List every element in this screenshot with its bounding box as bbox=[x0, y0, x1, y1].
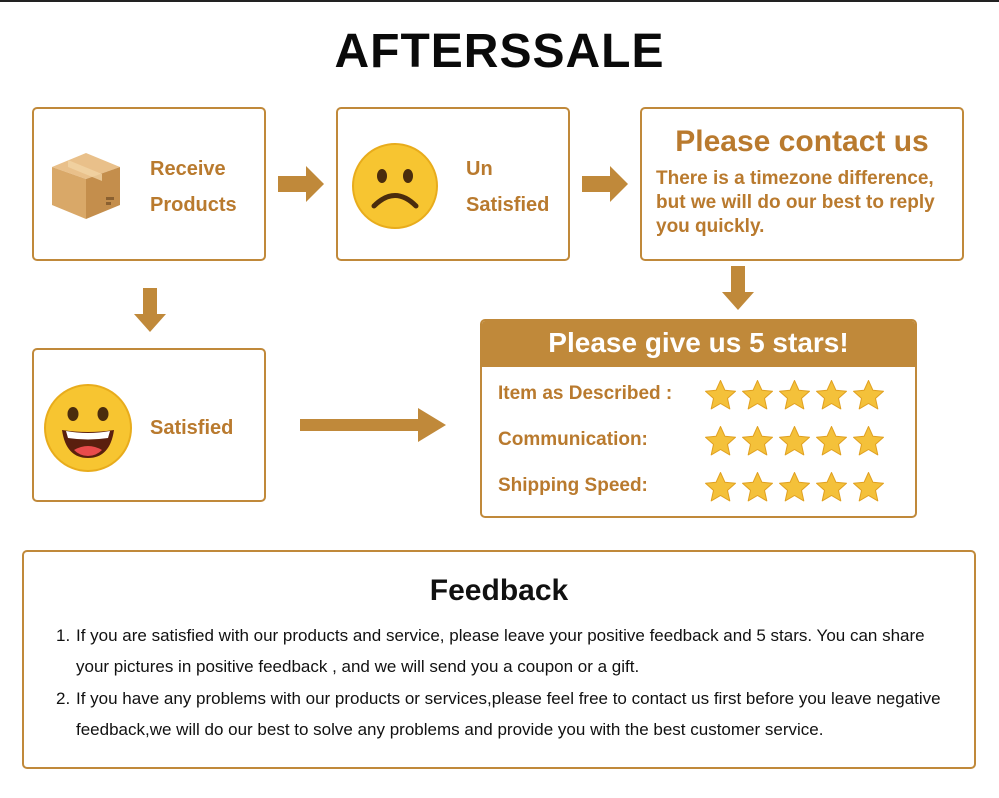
unsatisfied-label-line1: Un bbox=[466, 158, 493, 180]
star-icon bbox=[705, 472, 736, 502]
star-icon bbox=[816, 380, 847, 410]
arrow-down-icon bbox=[134, 288, 166, 332]
receive-label-line1: Receive bbox=[150, 158, 226, 180]
star-icon bbox=[853, 426, 884, 456]
star-icon bbox=[779, 426, 810, 456]
feedback-item-number: 2. bbox=[56, 689, 71, 708]
star-icon bbox=[742, 380, 773, 410]
contact-title: Please contact us bbox=[675, 125, 929, 158]
receive-label-line2: Products bbox=[150, 194, 237, 216]
satisfied-label: Satisfied bbox=[150, 417, 234, 439]
sad-face-icon bbox=[352, 143, 438, 229]
star-icon bbox=[705, 426, 736, 456]
feedback-item-number: 1. bbox=[56, 626, 71, 645]
star-icon bbox=[816, 472, 847, 502]
arrow-down-icon bbox=[722, 266, 754, 310]
star-rating bbox=[704, 379, 885, 412]
star-rating bbox=[704, 471, 885, 504]
star-icon bbox=[779, 472, 810, 502]
stars-card-header: Please give us 5 stars! bbox=[482, 321, 915, 367]
star-rating bbox=[704, 425, 885, 458]
feedback-item-text: If you are satisfied with our products a… bbox=[76, 626, 925, 676]
happy-face-icon bbox=[44, 384, 132, 472]
rating-label: Item as Described : bbox=[498, 383, 673, 404]
star-icon bbox=[853, 380, 884, 410]
unsatisfied-label-line2: Satisfied bbox=[466, 194, 550, 216]
contact-us-box: Please contact us There is a timezone di… bbox=[640, 107, 964, 261]
star-icon bbox=[853, 472, 884, 502]
unsatisfied-box: Un Satisfied bbox=[336, 107, 570, 261]
satisfied-box: Satisfied bbox=[32, 348, 266, 502]
arrow-right-icon bbox=[278, 166, 324, 202]
page-title: AFTERSSALE bbox=[334, 25, 665, 78]
rating-label: Communication: bbox=[498, 429, 648, 450]
star-icon bbox=[779, 380, 810, 410]
arrow-right-icon bbox=[582, 166, 628, 202]
feedback-item-text: If you have any problems with our produc… bbox=[76, 689, 941, 739]
top-border-line bbox=[0, 0, 999, 2]
arrow-right-long-icon bbox=[300, 408, 446, 442]
star-icon bbox=[742, 426, 773, 456]
feedback-box: Feedback 1. If you are satisfied with ou… bbox=[22, 550, 976, 769]
package-box-icon bbox=[52, 153, 120, 219]
star-icon bbox=[816, 426, 847, 456]
feedback-item-2: 2. If you have any problems with our pro… bbox=[56, 683, 956, 745]
star-icon bbox=[742, 472, 773, 502]
feedback-title: Feedback bbox=[429, 574, 569, 607]
star-icon bbox=[705, 380, 736, 410]
rating-label: Shipping Speed: bbox=[498, 475, 648, 496]
feedback-item-1: 1. If you are satisfied with our product… bbox=[56, 620, 956, 682]
receive-products-box: Receive Products bbox=[32, 107, 266, 261]
five-stars-card: Please give us 5 stars! Item as Describe… bbox=[480, 319, 917, 518]
contact-body: There is a timezone difference, but we w… bbox=[656, 168, 935, 237]
